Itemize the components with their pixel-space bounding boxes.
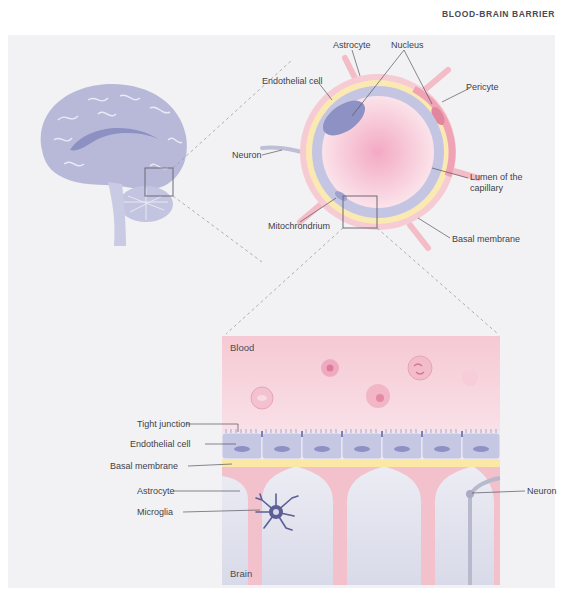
region-band: Blood	[222, 336, 500, 430]
part-label: Neuron	[527, 486, 561, 497]
region-label: Blood	[230, 342, 492, 353]
region-label: Brain	[230, 568, 492, 579]
region-band: Brain	[222, 468, 500, 585]
part-label: Lumen of the capillary	[470, 172, 542, 194]
part-label: Tight junction	[137, 419, 197, 430]
leader-line	[173, 424, 525, 512]
part-label: Endothelial cell	[262, 76, 342, 87]
part-label: Pericyte	[466, 82, 526, 93]
part-label: Mitochrondrium	[268, 221, 348, 232]
part-label: Basal membrane	[452, 234, 532, 245]
part-label: Neuron	[232, 150, 272, 161]
capillary-drawing	[262, 58, 478, 248]
brain-drawing	[41, 84, 187, 246]
part-label: Microglia	[137, 507, 197, 518]
barrier-detail	[222, 336, 500, 585]
diagram-title: BLOOD-BRAIN BARRIER	[442, 9, 555, 19]
part-label: Basal membrane	[110, 461, 188, 472]
part-label: Astrocyte	[137, 486, 197, 497]
background-panel	[8, 35, 555, 588]
part-label: Nucleus	[391, 40, 451, 51]
part-label: Astrocyte	[333, 40, 393, 51]
zoom-line	[173, 60, 292, 262]
leader-line	[262, 50, 470, 238]
part-label: Endothelial cell	[130, 439, 205, 450]
